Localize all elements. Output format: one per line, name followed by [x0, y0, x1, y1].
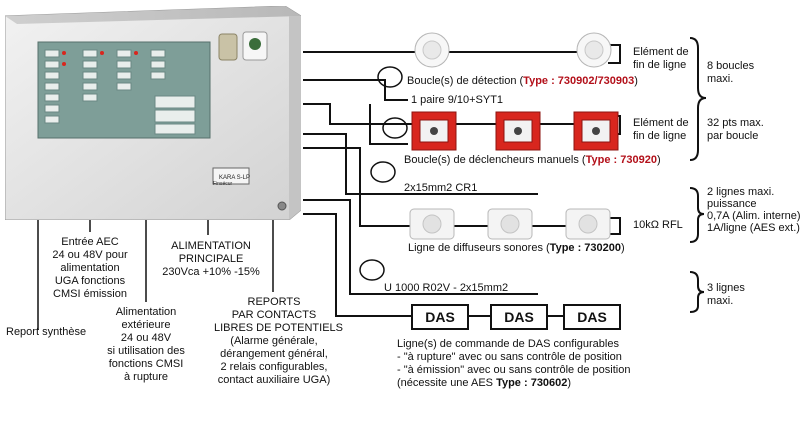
das-box: DAS: [490, 304, 548, 330]
manual-loop-return: [369, 104, 408, 145]
manual-points-info: 32 pts max.par boucle: [707, 117, 764, 142]
detection-loop-return: [303, 79, 408, 101]
bracket-das: [689, 271, 705, 313]
u1000-cable-label: U 1000 R02V - 2x15mm2: [384, 282, 509, 294]
sounder-icon: [409, 208, 455, 240]
manual-loop-wire: [303, 103, 608, 125]
bracket-sounders: [689, 187, 705, 243]
sounder-icon: [565, 208, 611, 240]
panel-brand: Finsécur: [213, 181, 233, 187]
bracket-detection: [689, 37, 707, 161]
detection-loop-label: Boucle(s) de détection (Type : 730902/73…: [407, 75, 638, 87]
model-label-plate: [212, 167, 250, 185]
panel-model-text: KARA S-LP: [219, 175, 250, 181]
rfl-resistor-label: 10kΩ RFL: [633, 219, 683, 231]
cr1-wire: [303, 133, 538, 195]
smoke-detector-icon: [576, 32, 612, 68]
das-wire: [303, 213, 610, 317]
manual-call-point-icon: [495, 111, 541, 151]
fire-control-panel: KARA S-LP: [5, 6, 301, 220]
cable-marker-3: [370, 161, 396, 183]
manual-loop-label: Boucle(s) de déclencheurs manuels (Type …: [404, 154, 661, 166]
report-synthese-label: Report synthèse: [6, 326, 87, 338]
cable-marker-2: [382, 117, 408, 139]
manual-call-point-icon: [573, 111, 619, 151]
das-description: Ligne(s) de commande de DAS configurable…: [397, 338, 631, 389]
cable-marker-1: [377, 66, 403, 88]
key-switch: [218, 33, 238, 61]
u1000-wire: [303, 199, 538, 295]
cable-pair-label: 1 paire 9/10+SYT1: [411, 94, 504, 106]
sounder-icon: [487, 208, 533, 240]
sounder-wire: [303, 147, 608, 227]
das-box: DAS: [411, 304, 469, 330]
manual-call-point-icon: [411, 111, 457, 151]
panel-screw: [277, 201, 287, 211]
cr1-cable-label: 2x15mm2 CR1: [404, 182, 478, 194]
sounder-line-label: Ligne de diffuseurs sonores (Type : 7302…: [408, 242, 625, 254]
das-box: DAS: [563, 304, 621, 330]
cable-marker-4: [359, 259, 385, 281]
smoke-detector-icon: [414, 32, 450, 68]
